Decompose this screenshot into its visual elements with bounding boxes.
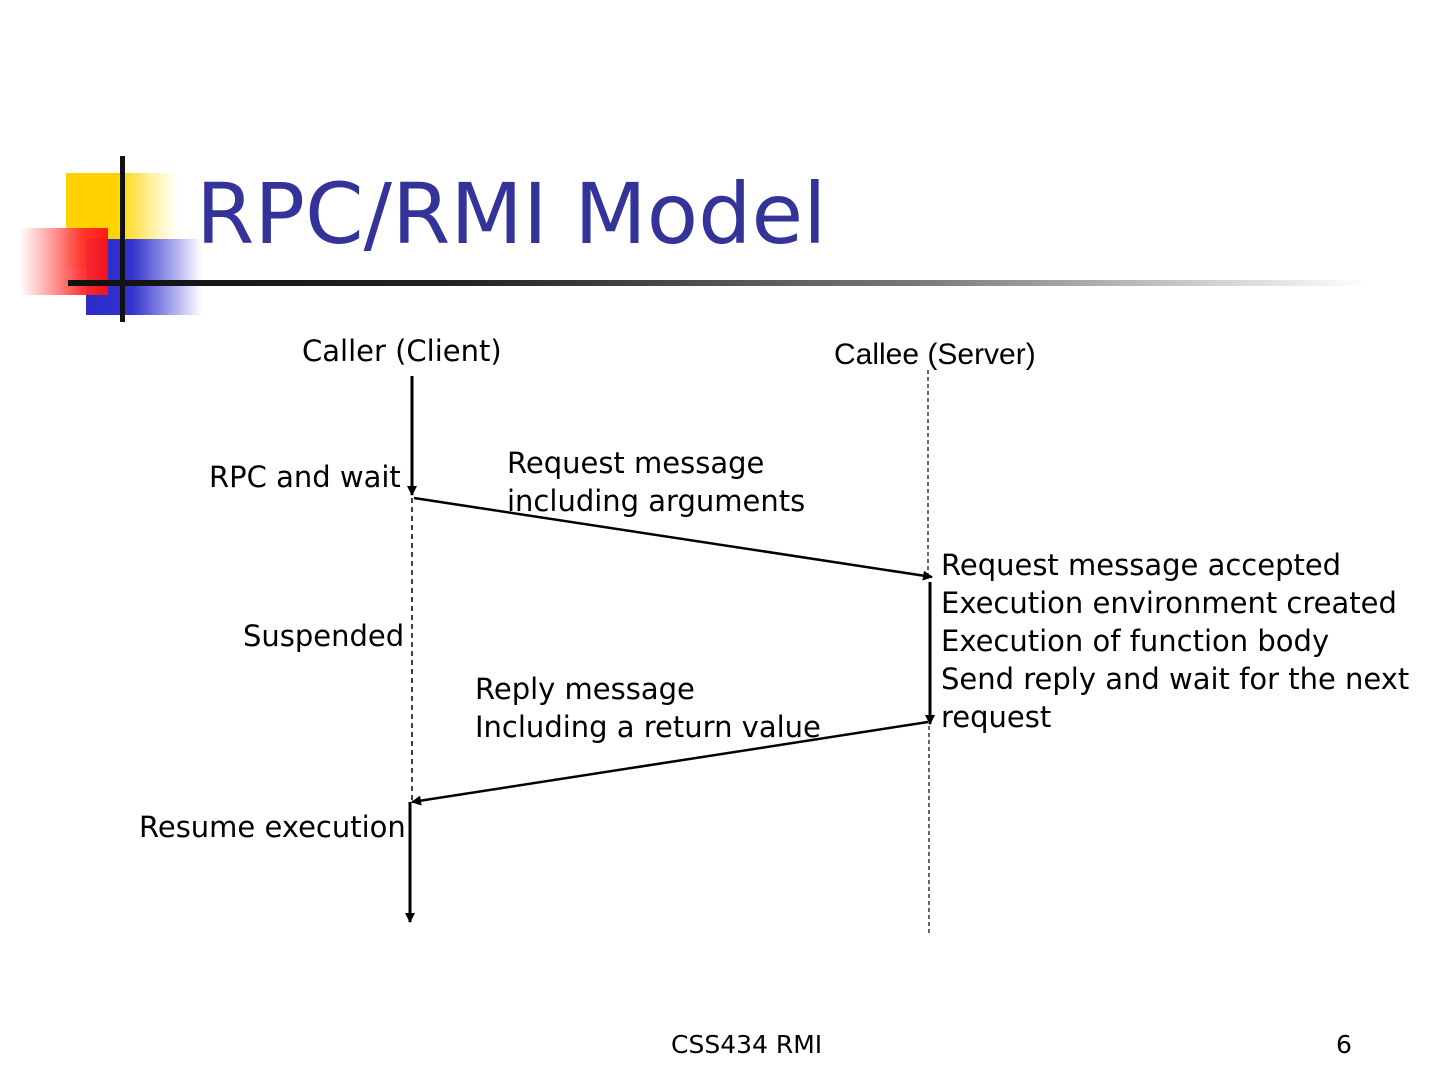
caller-lane-label: Caller (Client): [302, 334, 502, 368]
slide-title: RPC/RMI Model: [196, 165, 827, 263]
reply-message-line1: Reply message: [475, 672, 695, 706]
rpc-wait-label: RPC and wait: [209, 460, 401, 494]
server-step-5: request: [941, 700, 1052, 734]
resume-execution-label: Resume execution: [139, 810, 406, 844]
reply-message-line2: Including a return value: [475, 710, 821, 744]
reply-arrow: [411, 720, 929, 806]
footer-page-number: 6: [1336, 1030, 1352, 1059]
server-step-4: Send reply and wait for the next: [941, 662, 1410, 696]
decor-vertical-bar: [120, 156, 125, 322]
title-underline: [68, 280, 1368, 286]
server-step-3: Execution of function body: [941, 624, 1330, 658]
suspended-label: Suspended: [243, 619, 405, 653]
callee-lane-label: Callee (Server): [834, 338, 1036, 371]
server-step-1: Request message accepted: [941, 548, 1342, 582]
request-message-line2: including arguments: [507, 484, 806, 518]
server-step-2: Execution environment created: [941, 586, 1397, 620]
request-arrow: [413, 496, 933, 581]
footer-course: CSS434 RMI: [671, 1030, 823, 1059]
request-message-line1: Request message: [507, 446, 765, 480]
